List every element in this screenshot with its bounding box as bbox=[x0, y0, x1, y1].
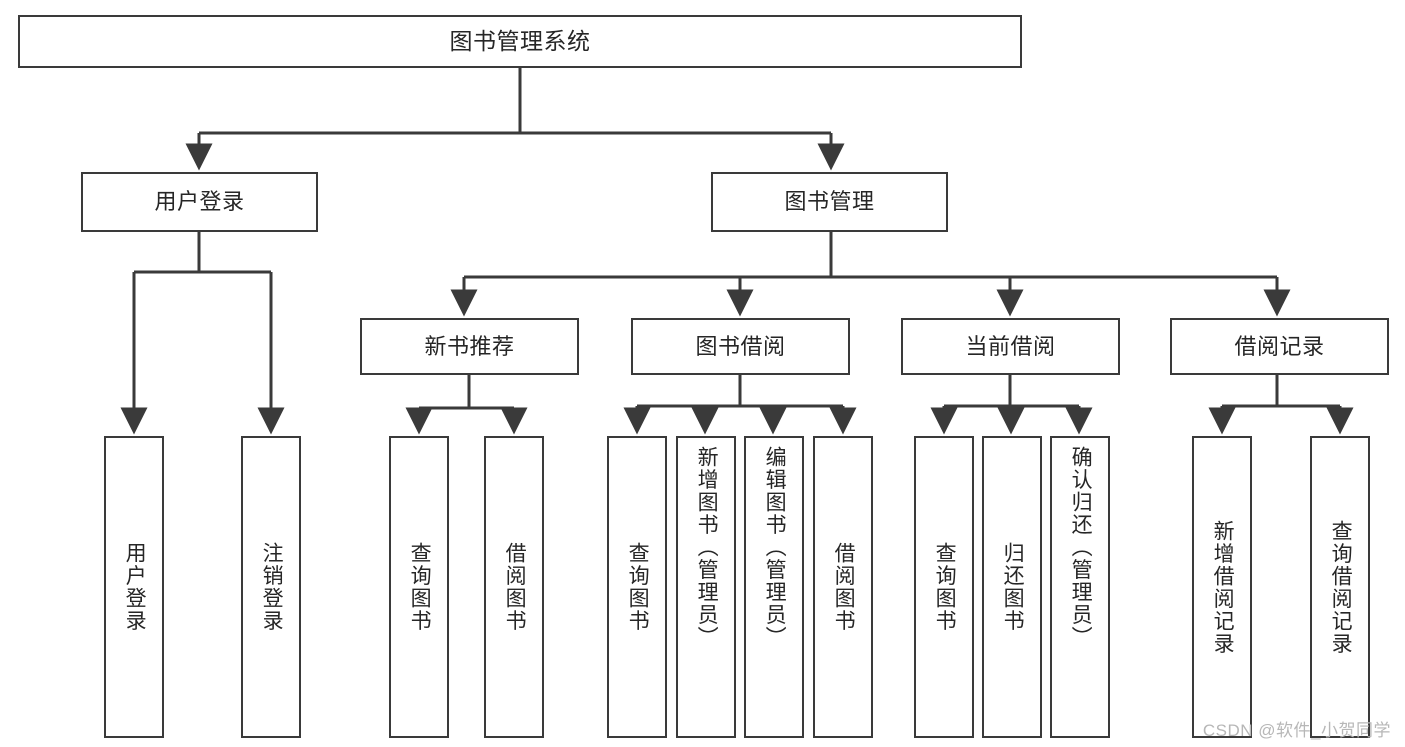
node-borrow-record[interactable]: 借阅记录 bbox=[1170, 318, 1389, 375]
leaf-edit-book-admin[interactable]: 编辑图书（管理员） bbox=[744, 436, 804, 738]
leaf-confirm-return-admin[interactable]: 确认归还（管理员） bbox=[1050, 436, 1110, 738]
node-label: 新增图书（管理员） bbox=[695, 446, 719, 649]
leaf-query-books-borrow[interactable]: 查询图书 bbox=[607, 436, 667, 738]
node-root-system[interactable]: 图书管理系统 bbox=[18, 15, 1022, 68]
node-label: 新增借阅记录 bbox=[1211, 519, 1235, 655]
leaf-user-login[interactable]: 用户登录 bbox=[104, 436, 164, 738]
watermark-text: CSDN @软件_小贺同学 bbox=[1202, 721, 1391, 740]
leaf-add-book-admin[interactable]: 新增图书（管理员） bbox=[676, 436, 736, 738]
leaf-logout-login[interactable]: 注销登录 bbox=[241, 436, 301, 738]
node-label: 当前借阅 bbox=[965, 333, 1056, 359]
node-book-borrow[interactable]: 图书借阅 bbox=[631, 318, 850, 375]
leaf-query-books-current[interactable]: 查询图书 bbox=[914, 436, 974, 738]
node-label: 用户登录 bbox=[123, 542, 147, 632]
node-label: 图书管理 bbox=[784, 189, 875, 215]
node-label: 确认归还（管理员） bbox=[1069, 446, 1093, 649]
node-new-book-recommend[interactable]: 新书推荐 bbox=[360, 318, 579, 375]
node-current-borrow[interactable]: 当前借阅 bbox=[901, 318, 1120, 375]
node-label: 查询图书 bbox=[408, 542, 432, 632]
node-label: 查询图书 bbox=[626, 542, 650, 632]
node-label: 查询图书 bbox=[933, 542, 957, 632]
node-label: 注销登录 bbox=[260, 542, 284, 632]
node-label: 图书管理系统 bbox=[449, 27, 591, 54]
leaf-borrow-books[interactable]: 借阅图书 bbox=[813, 436, 873, 738]
node-label: 归还图书 bbox=[1001, 542, 1025, 632]
leaf-borrow-books-recommend[interactable]: 借阅图书 bbox=[484, 436, 544, 738]
leaf-query-books-recommend[interactable]: 查询图书 bbox=[389, 436, 449, 738]
node-label: 借阅记录 bbox=[1234, 333, 1325, 359]
node-label: 借阅图书 bbox=[503, 542, 527, 632]
node-label: 查询借阅记录 bbox=[1329, 519, 1353, 655]
leaf-add-borrow-record[interactable]: 新增借阅记录 bbox=[1192, 436, 1252, 738]
node-label: 借阅图书 bbox=[832, 542, 856, 632]
leaf-query-borrow-record[interactable]: 查询借阅记录 bbox=[1310, 436, 1370, 738]
node-label: 新书推荐 bbox=[424, 333, 515, 359]
node-user-login[interactable]: 用户登录 bbox=[81, 172, 318, 232]
leaf-return-books[interactable]: 归还图书 bbox=[982, 436, 1042, 738]
node-book-management[interactable]: 图书管理 bbox=[711, 172, 948, 232]
node-label: 用户登录 bbox=[154, 189, 245, 215]
node-label: 图书借阅 bbox=[695, 333, 786, 359]
node-label: 编辑图书（管理员） bbox=[763, 446, 787, 649]
